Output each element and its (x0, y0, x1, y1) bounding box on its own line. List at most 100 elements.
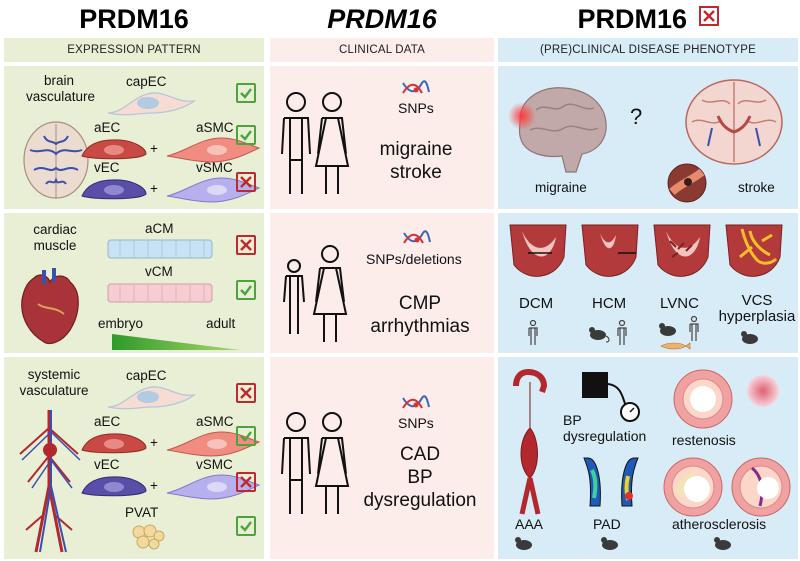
pheno-atherosclerosis-label: atherosclerosis (672, 516, 767, 532)
atherosclerosis-vessel-2-icon (731, 457, 791, 517)
brain-migraine-icon (508, 87, 607, 173)
row1-condition-migraine: migraine (379, 139, 453, 160)
aEC-aSMC-check-icon (236, 125, 256, 145)
row3-tissue-line2: vasculature (19, 383, 89, 398)
row3-capEC-cell-icon (107, 386, 197, 410)
row3-condition-dysregulation: dysregulation (363, 490, 477, 511)
restenosis-vessel-icon (673, 369, 733, 429)
pheno-bp-line1: BP (563, 412, 582, 428)
row1-tissue-label: brain vasculature (26, 73, 96, 105)
row1-conditions: migraine stroke (364, 138, 468, 184)
hcm-mouse-icon (589, 327, 610, 343)
header-phenotype: (PRE)CLINICAL DISEASE PHENOTYPE (498, 38, 798, 62)
title-protein: PRDM16 (79, 4, 189, 34)
row1-aEC-label: aEC (94, 120, 121, 135)
pheno-bp-label: BP dysregulation (563, 412, 646, 444)
row2-child-adult-icon (283, 245, 348, 342)
row3-conditions: CAD BP dysregulation (360, 443, 480, 512)
brain-section-stroke-icon (685, 79, 783, 165)
row3-vSMC-label: vSMC (196, 457, 233, 472)
row1-tissue-line1: brain (43, 73, 75, 88)
lvnc-human-icon (689, 315, 699, 341)
row1-snps-label: SNPs (398, 100, 434, 116)
row3-capEC-label: capEC (126, 368, 167, 383)
row2-embryo-label: embryo (98, 316, 144, 331)
pvat-check-icon (236, 516, 256, 536)
title-loss: PRDM16 (496, 0, 800, 38)
brain-vasculature-icon (23, 121, 89, 199)
vessel-clot-icon (667, 163, 707, 203)
row2-adult-label: adult (206, 316, 236, 331)
pheno-vcs-line2: hyperplasia (718, 308, 796, 325)
row1-people-icon (281, 92, 350, 194)
capEC-cell-icon (107, 92, 197, 116)
row1-plus-1: + (150, 141, 158, 156)
row1-capEC-label: capEC (126, 74, 167, 89)
row3-snps-label: SNPs (398, 415, 434, 431)
pheno-vcs-label: VCS hyperplasia (714, 293, 800, 325)
dcm-human-icon (528, 319, 538, 345)
vcs-mouse-icon (741, 331, 758, 344)
cell-clinical-row3 (270, 357, 494, 559)
row3-condition-bp: BP (407, 467, 433, 488)
migraine-stroke-question: ? (630, 104, 643, 129)
vEC-vSMC-cross-icon (236, 172, 256, 192)
row1-vEC-label: vEC (94, 160, 120, 175)
row1-dna-icon (402, 80, 430, 94)
row1-plus-2: + (150, 181, 158, 196)
row3-tissue-label: systemic vasculature (16, 367, 92, 399)
pheno-vcs-line1: VCS (741, 292, 773, 309)
restenosis-cell-icon (747, 375, 779, 407)
title-loss-text: PRDM16 (577, 4, 687, 34)
pheno-bp-line2: dysregulation (563, 428, 647, 444)
aaa-mouse-icon (515, 537, 532, 550)
pheno-hcm-label: HCM (592, 295, 627, 312)
heart-icon (21, 268, 79, 345)
pheno-restenosis-label: restenosis (672, 432, 736, 448)
row3-vEC-cell-icon (81, 476, 147, 497)
pvat-adipocytes-icon (132, 524, 165, 550)
row1-tissue-line2: vasculature (26, 89, 96, 104)
row2-tissue-line2: muscle (33, 238, 77, 253)
aEC-cell-icon (81, 139, 147, 160)
row2-dna-icon (403, 230, 431, 244)
cell-clinical-row1 (270, 66, 494, 209)
row3-aEC-aSMC-check-icon (236, 426, 256, 446)
row2-conditions: CMP arrhythmias (360, 292, 480, 338)
hcm-human-icon (617, 319, 627, 345)
row3-aSMC-label: aSMC (196, 414, 234, 429)
pheno-migraine-label: migraine (535, 180, 587, 195)
hcm-heart-section-icon (581, 224, 639, 277)
lvnc-zebrafish-icon (660, 342, 691, 350)
dcm-heart-section-icon (509, 224, 567, 277)
expression-gradient-wedge (112, 334, 240, 350)
row2-condition-arrhythmias: arrhythmias (370, 316, 470, 337)
pad-vessel-heatmap-icon (583, 457, 639, 507)
row3-vEC-label: vEC (94, 457, 120, 472)
row2-condition-cmp: CMP (398, 293, 442, 314)
row2-snps-label: SNPs/deletions (366, 251, 462, 267)
row3-tissue-line1: systemic (27, 367, 81, 382)
blood-pressure-cuff-icon (582, 372, 640, 422)
aCM-cell-icon (107, 239, 213, 259)
pheno-stroke-label: stroke (738, 180, 775, 195)
title-gene: PRDM16 (327, 4, 437, 34)
lvnc-heart-section-icon (653, 224, 711, 277)
pad-mouse-icon (601, 537, 618, 550)
row3-people-icon (281, 412, 350, 514)
row2-tissue-label: cardiac muscle (24, 222, 86, 254)
row2-vCM-label: vCM (145, 264, 173, 279)
vcs-heart-section-icon (725, 224, 783, 277)
pheno-aaa-label: AAA (515, 516, 544, 532)
pheno-lvnc-label: LVNC (660, 295, 699, 312)
header-expression: EXPRESSION PATTERN (4, 38, 264, 62)
athero-mouse-icon (714, 537, 731, 550)
vEC-cell-icon (81, 179, 147, 200)
row3-vEC-vSMC-cross-icon (236, 472, 256, 492)
row1-vSMC-label: vSMC (196, 160, 233, 175)
pheno-pad-label: PAD (593, 516, 621, 532)
pheno-dcm-label: DCM (519, 295, 554, 312)
vCM-check-icon (236, 280, 256, 300)
systemic-vasculature-icon (19, 410, 81, 553)
row3-plus-1: + (150, 435, 158, 450)
